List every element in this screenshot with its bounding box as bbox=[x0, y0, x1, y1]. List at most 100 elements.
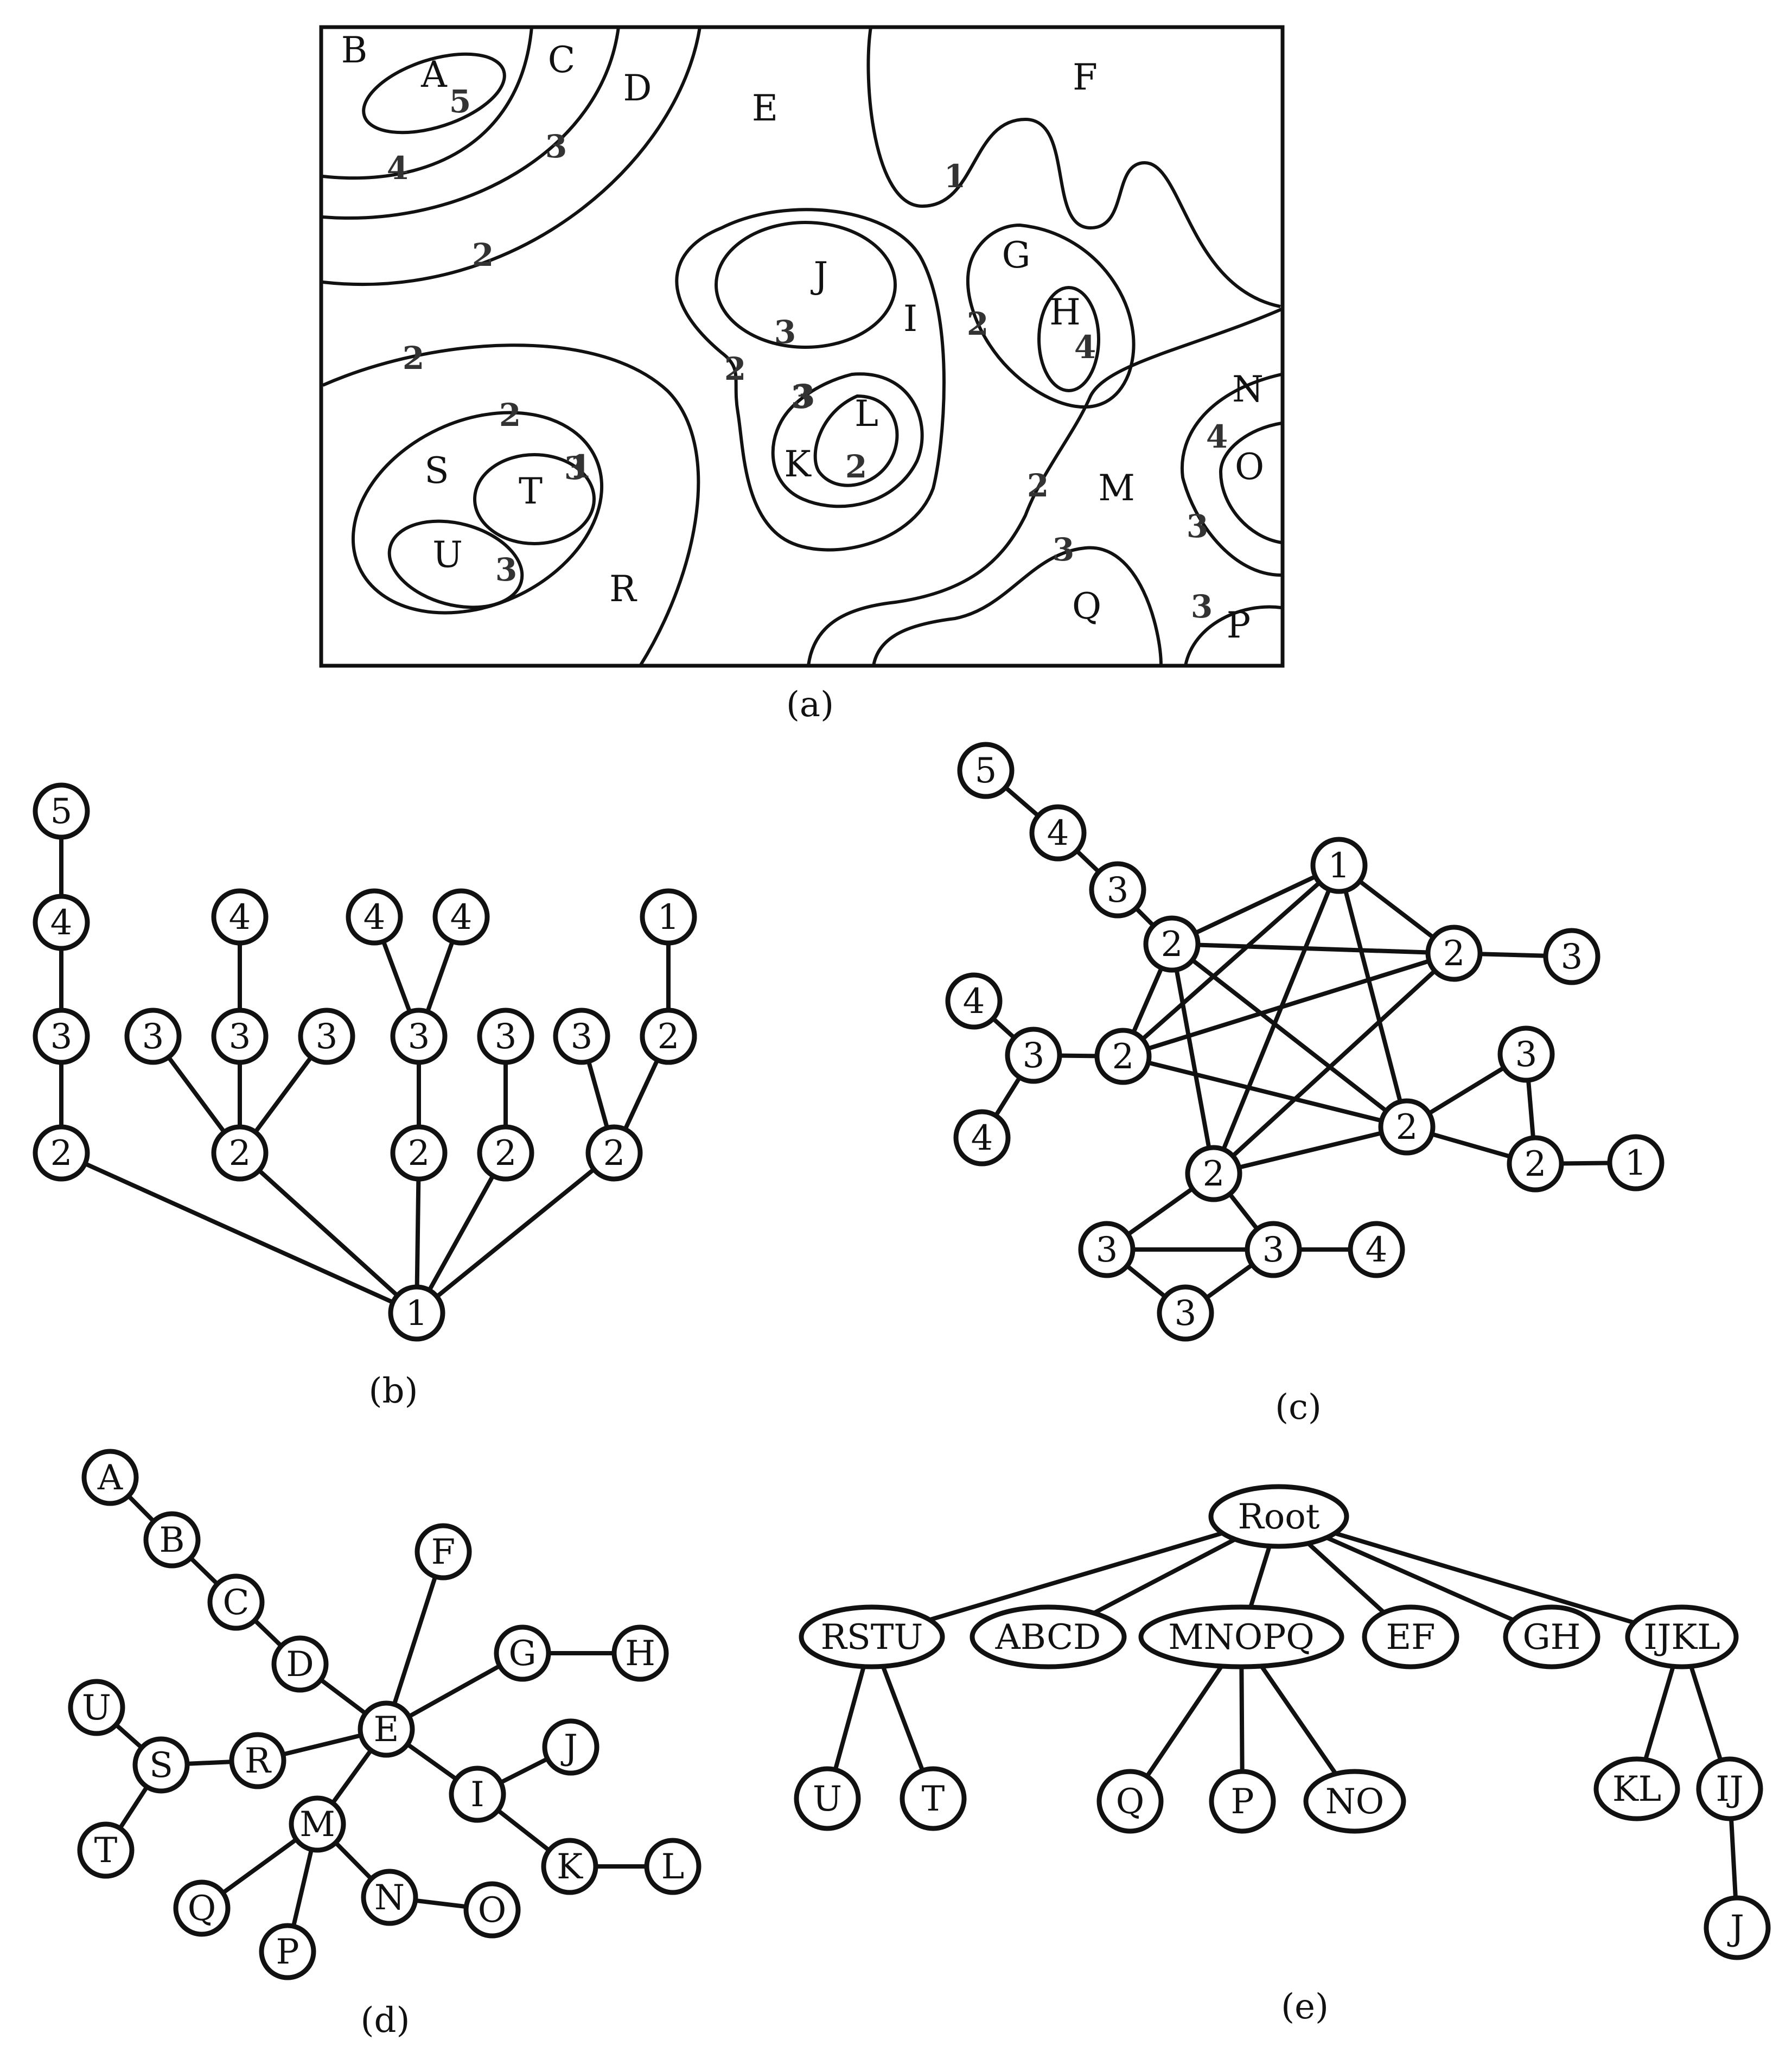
node-ellipse bbox=[1503, 1604, 1600, 1669]
panel-c-node: 4 bbox=[945, 972, 1003, 1030]
contour-value-label: 3 bbox=[1053, 531, 1074, 568]
panel-d-node: F bbox=[414, 1523, 472, 1580]
node-circle bbox=[463, 1881, 521, 1939]
node-circle bbox=[1497, 1025, 1555, 1083]
contour-line bbox=[473, 453, 596, 545]
node-label: G bbox=[508, 1634, 536, 1674]
node-label: K bbox=[557, 1847, 583, 1887]
node-label: 3 bbox=[316, 1017, 338, 1057]
region-label: Q bbox=[1072, 585, 1101, 627]
contour-value-label: 3 bbox=[791, 379, 813, 416]
panel-d-node: A bbox=[81, 1449, 139, 1506]
contour-value-label: 1 bbox=[570, 448, 591, 485]
panel-c-edge bbox=[1121, 1054, 1409, 1129]
panel-c-edge bbox=[1170, 942, 1456, 955]
contour-value-label: 3 bbox=[1191, 588, 1213, 625]
node-label: NO bbox=[1325, 1782, 1384, 1822]
node-circle bbox=[640, 1008, 697, 1065]
node-circle bbox=[33, 1124, 90, 1182]
node-label: 2 bbox=[1396, 1107, 1418, 1148]
node-circle bbox=[361, 1869, 418, 1926]
contour-value-label: 1 bbox=[944, 158, 966, 195]
region-label: P bbox=[1227, 604, 1251, 646]
node-label: 3 bbox=[1023, 1036, 1045, 1076]
panel-d-edge bbox=[384, 1550, 445, 1731]
panel-c-edge bbox=[1170, 942, 1409, 1129]
panel-b-node: 3 bbox=[390, 1008, 448, 1065]
node-label: 3 bbox=[1175, 1293, 1197, 1334]
node-circle bbox=[1543, 928, 1600, 985]
panel-c-edge bbox=[1121, 951, 1456, 1059]
node-label: 3 bbox=[142, 1017, 164, 1057]
contour-value-label: 3 bbox=[545, 128, 567, 165]
panel-e-node: RSTU bbox=[799, 1604, 945, 1669]
node-label: F bbox=[431, 1532, 455, 1572]
panel-e-node: KL bbox=[1593, 1756, 1680, 1821]
node-ellipse bbox=[970, 1604, 1127, 1669]
node-circle bbox=[640, 888, 697, 946]
node-label: 4 bbox=[971, 1118, 993, 1158]
node-label: RSTU bbox=[821, 1617, 923, 1658]
panel-d-node: C bbox=[207, 1573, 265, 1631]
panel-b-node: 2 bbox=[33, 1124, 90, 1182]
node-label: 3 bbox=[495, 1017, 517, 1057]
node-label: 2 bbox=[1525, 1144, 1547, 1184]
node-ellipse bbox=[1209, 1769, 1276, 1834]
node-label: 1 bbox=[1328, 846, 1350, 886]
panel-e-node: IJ bbox=[1696, 1756, 1763, 1821]
panel-e-node: MNOPQ bbox=[1138, 1604, 1344, 1669]
contour-value-label: 2 bbox=[845, 448, 867, 485]
contour-line bbox=[715, 221, 897, 349]
node-label: Q bbox=[188, 1889, 216, 1929]
panel-d-node: U bbox=[68, 1679, 125, 1736]
panel-b-node: 3 bbox=[298, 1008, 355, 1065]
panel-c-node: 4 bbox=[1348, 1221, 1405, 1278]
node-label: S bbox=[149, 1745, 173, 1786]
panel-e-node: Root bbox=[1208, 1484, 1349, 1549]
node-circle bbox=[124, 1008, 182, 1065]
panel-b-node: 2 bbox=[640, 1008, 697, 1065]
contour-line bbox=[322, 343, 700, 667]
panel-b-node: 4 bbox=[346, 888, 403, 946]
node-label: 3 bbox=[408, 1017, 430, 1057]
node-circle bbox=[585, 1124, 643, 1182]
node-circle bbox=[33, 782, 90, 840]
panel-b-node: 2 bbox=[390, 1124, 448, 1182]
node-label: Q bbox=[1116, 1782, 1144, 1822]
node-circle bbox=[1078, 1221, 1136, 1278]
node-circle bbox=[132, 1736, 190, 1794]
node-label: T bbox=[922, 1779, 945, 1819]
node-ellipse bbox=[1096, 1769, 1164, 1834]
node-circle bbox=[68, 1679, 125, 1736]
node-label: C bbox=[223, 1583, 250, 1623]
panel-c-node: 5 bbox=[957, 742, 1015, 799]
region-label: H bbox=[1049, 291, 1081, 333]
node-circle bbox=[1089, 861, 1146, 919]
node-circle bbox=[542, 1718, 600, 1776]
node-label: 3 bbox=[1262, 1230, 1285, 1270]
node-circle bbox=[388, 1284, 445, 1342]
node-circle bbox=[494, 1624, 551, 1682]
panel-b-edge bbox=[238, 1151, 419, 1315]
node-label: U bbox=[813, 1779, 842, 1819]
node-circle bbox=[1094, 1028, 1152, 1085]
region-label: A bbox=[420, 54, 448, 95]
region-label: T bbox=[519, 470, 543, 512]
node-ellipse bbox=[1704, 1895, 1771, 1960]
node-label: 2 bbox=[603, 1133, 626, 1174]
contour-value-label: 4 bbox=[1074, 329, 1096, 366]
contour-line bbox=[872, 546, 1163, 666]
node-label: 4 bbox=[1366, 1230, 1388, 1270]
node-circle bbox=[1425, 925, 1483, 982]
node-circle bbox=[81, 1449, 139, 1506]
node-ellipse bbox=[794, 1766, 861, 1831]
panel-c-node: 2 bbox=[1185, 1145, 1242, 1202]
panel-e-node: GH bbox=[1503, 1604, 1600, 1669]
contour-value-label: 3 bbox=[774, 314, 796, 350]
node-label: P bbox=[1230, 1782, 1254, 1822]
panel-b-node: 1 bbox=[640, 888, 697, 946]
contour-value-label: 4 bbox=[1206, 418, 1228, 455]
